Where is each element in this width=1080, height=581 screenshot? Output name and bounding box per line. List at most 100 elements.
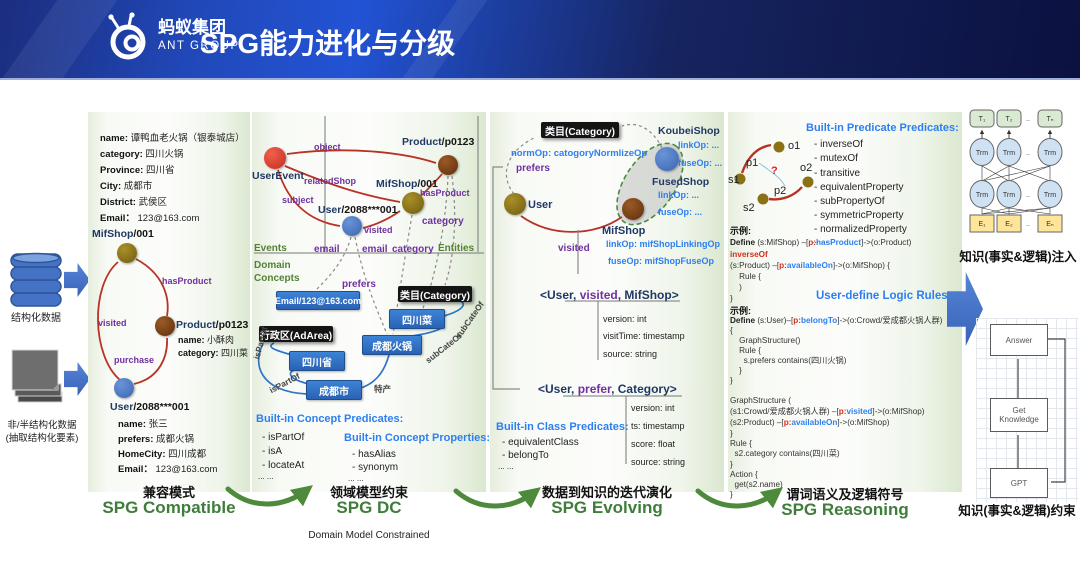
header-streak xyxy=(2,0,118,78)
stage-label-cn: 谓词语义及逻辑符号 xyxy=(786,487,904,502)
list-item: - locateAt xyxy=(262,460,305,471)
edge-label-visited: visited xyxy=(558,243,590,254)
edge-label-hasproduct: hasProduct xyxy=(162,276,212,286)
database-icon xyxy=(10,252,62,307)
stage-transition-arrow-icon xyxy=(453,487,541,509)
token-output-n: Tₙ xyxy=(1046,116,1053,123)
ellipsis: .. xyxy=(1026,192,1030,199)
triple-attr: source: string xyxy=(603,349,658,359)
op-label: linkOp: mifShopLinkingOp xyxy=(606,239,720,249)
concept-box-adarea: 行政区(AdArea) xyxy=(259,326,333,342)
list-item: - mutexOf xyxy=(814,153,858,164)
op-label: linkOp: ... xyxy=(658,190,700,200)
node-user xyxy=(504,193,526,215)
edge-label-techan: 特产 xyxy=(374,384,392,394)
triple-attr: version: int xyxy=(631,403,675,413)
builtin-class-predicates-title: Built-in Class Predicates: xyxy=(496,421,629,433)
diagram-label-s2: s2 xyxy=(743,202,755,214)
section-label-concepts: Concepts xyxy=(254,273,300,284)
list-item: - synonym xyxy=(352,462,399,473)
op-label: fuseOp: ... xyxy=(678,158,723,168)
concept-box-email: Email/123@163.com xyxy=(275,291,361,310)
user-attr: Email： 123@163.com xyxy=(118,464,218,475)
triple-user-prefer-category: <User, prefer, Category> xyxy=(538,382,677,396)
list-item: - subPropertyOf xyxy=(814,196,885,207)
code-line: (s2:Product) –[p:availableOn]->(o:MifSho… xyxy=(730,418,890,427)
diagram-label-p2: p2 xyxy=(774,185,787,197)
node-label-mifshop: MifShop/001 xyxy=(92,228,154,240)
node-koubeishop xyxy=(655,147,679,171)
ellipsis: ... ... xyxy=(348,474,364,483)
ellipsis: .. xyxy=(1026,221,1030,228)
builtin-concept-properties-title: Built-in Concept Properties: xyxy=(344,432,491,444)
edge-label-prefers: prefers xyxy=(342,279,376,290)
concept-box-chengduhotpot: 成都火锅 xyxy=(362,335,422,355)
token-output-1: T₁ xyxy=(979,116,986,123)
flow-box-gpt: GPT xyxy=(990,468,1048,498)
stage-label-cn: 领域模型约束 xyxy=(329,485,408,500)
code-line: Define (s:User)–[p:belongTo]->(o:Crowd/爱… xyxy=(730,316,943,325)
node-user xyxy=(342,216,362,236)
code-line: { xyxy=(730,326,733,335)
ellipsis: ... ... xyxy=(498,462,514,471)
builtin-predicate-predicates-title: Built-in Predicate Predicates: xyxy=(806,122,959,134)
example-label: 示例: xyxy=(730,306,751,316)
node-mifshop xyxy=(402,192,424,214)
documents-icon xyxy=(11,349,63,403)
edge-label-visited: visited xyxy=(98,318,127,328)
code-line: } xyxy=(730,294,733,303)
block-arrow-right-icon xyxy=(64,362,90,396)
code-line: GraphStructure ( xyxy=(730,396,791,405)
code-line: Rule { xyxy=(730,272,761,281)
node-label-product: Product/p0123 xyxy=(402,136,475,148)
list-item: - inverseOf xyxy=(814,139,863,150)
user-attr: HomeCity: 四川成都 xyxy=(118,449,207,460)
transformer-block: Trm xyxy=(1003,192,1015,199)
concept-box-chengdushi: 成都市 xyxy=(306,380,362,400)
panel-spg-reasoning: s1 p1 o1 ? o2 p2 s2 Built-in Predicate P… xyxy=(728,112,962,519)
stage-sublabel: Domain Model Constrained xyxy=(308,530,430,541)
product-attr: name: 小酥肉 xyxy=(178,335,235,345)
triple-attr: score: float xyxy=(631,439,676,449)
token-embed-2: E₂ xyxy=(1005,221,1013,228)
stage-label-en: SPG Compatible xyxy=(102,498,236,517)
knowledge-constrain-label: 知识(事实&逻辑)约束 xyxy=(958,504,1076,518)
normop-label: normOp: catogoryNormlizeOp xyxy=(511,148,648,159)
code-line: Define (s:MifShop) –[p:hasProduct]->(o:P… xyxy=(730,238,912,247)
stage-label-cn: 兼容模式 xyxy=(142,485,195,500)
edge-label-email: email xyxy=(314,244,340,255)
list-item: - equivalentProperty xyxy=(814,182,904,193)
diagram-label-s1: s1 xyxy=(728,174,740,186)
triple-user-visited-mifshop: <User, visited, MifShop> xyxy=(540,288,679,302)
ellipsis: .. xyxy=(1026,116,1030,123)
logo-text-en: ANT GROUP xyxy=(158,40,240,52)
token-embed-1: E₁ xyxy=(978,221,986,228)
node-user xyxy=(114,378,134,398)
code-line: s2.category contains(四川菜) xyxy=(730,449,840,458)
edge-label-category: category xyxy=(392,244,434,255)
list-item: - symmetricProperty xyxy=(814,210,904,221)
code-line xyxy=(730,386,732,396)
node-label-user: User/2088***001 xyxy=(110,401,190,413)
section-label-entities: Entities xyxy=(438,243,475,254)
node-label-mifshop: MifShop/001 xyxy=(376,178,438,190)
code-line: } xyxy=(730,460,733,469)
edge-label-relatedshop: relatedShop xyxy=(304,176,357,186)
list-item: - isA xyxy=(262,446,282,457)
code-line: } xyxy=(730,429,733,438)
flow-arrows xyxy=(1017,338,1066,483)
edge-label-object: object xyxy=(314,142,341,152)
transformer-block: Trm xyxy=(1044,192,1056,199)
edge-label-visited: visited xyxy=(364,225,393,235)
concept-box-category: 类目(Category) xyxy=(541,122,619,138)
list-item: - equivalentClass xyxy=(502,437,579,448)
diagram-label-o2: o2 xyxy=(800,162,813,174)
shop-attr: category: 四川火锅 xyxy=(100,149,184,160)
code-line: Action { xyxy=(730,470,758,479)
ellipsis: ... ... xyxy=(812,236,828,245)
edge-label-purchase: purchase xyxy=(114,355,155,365)
node-label-userevent: UserEvent xyxy=(252,170,304,182)
code-line: } xyxy=(730,376,733,385)
node-label-user: User/2088***001 xyxy=(318,204,398,216)
